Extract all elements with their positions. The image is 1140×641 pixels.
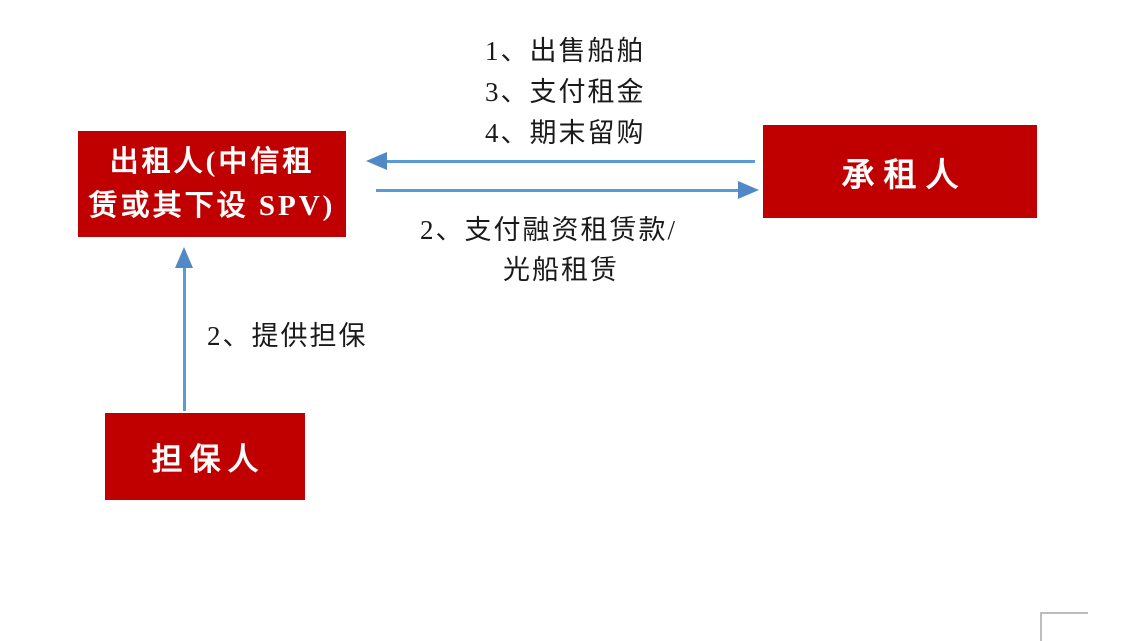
finance-lease-label-line1: 2、支付融资租赁款/	[420, 215, 678, 245]
lessee-label: 承租人	[841, 157, 968, 194]
transaction-steps-label: 1、出售船舶 3、支付租金 4、期末留购	[485, 31, 646, 154]
arrow-shaft	[183, 266, 186, 411]
corner-mark-horizontal	[1040, 612, 1088, 614]
arrowhead-right-icon	[738, 181, 759, 199]
step-pay-rent-label: 3、支付租金	[485, 77, 646, 107]
guarantor-node: 担保人	[105, 413, 305, 500]
arrow-shaft	[376, 189, 739, 192]
lessor-label-line2: 赁或其下设 SPV)	[88, 190, 336, 222]
arrowhead-up-icon	[175, 247, 193, 268]
guarantor-label: 担保人	[151, 442, 266, 477]
step-sell-ships-label: 1、出售船舶	[485, 36, 646, 66]
arrow-shaft	[386, 160, 755, 163]
finance-lease-label: 2、支付融资租赁款/ 光船租赁	[420, 210, 677, 290]
finance-lease-label-line2: 光船租赁	[503, 255, 619, 285]
lessee-node: 承租人	[763, 125, 1037, 218]
arrowhead-left-icon	[366, 152, 387, 170]
provide-guarantee-label: 2、提供担保	[207, 321, 368, 351]
lessor-label-line1: 出租人(中信租	[109, 146, 315, 178]
lessor-node: 出租人(中信租 赁或其下设 SPV)	[78, 131, 346, 237]
corner-mark-vertical	[1040, 612, 1042, 641]
step-end-purchase-label: 4、期末留购	[485, 118, 646, 148]
